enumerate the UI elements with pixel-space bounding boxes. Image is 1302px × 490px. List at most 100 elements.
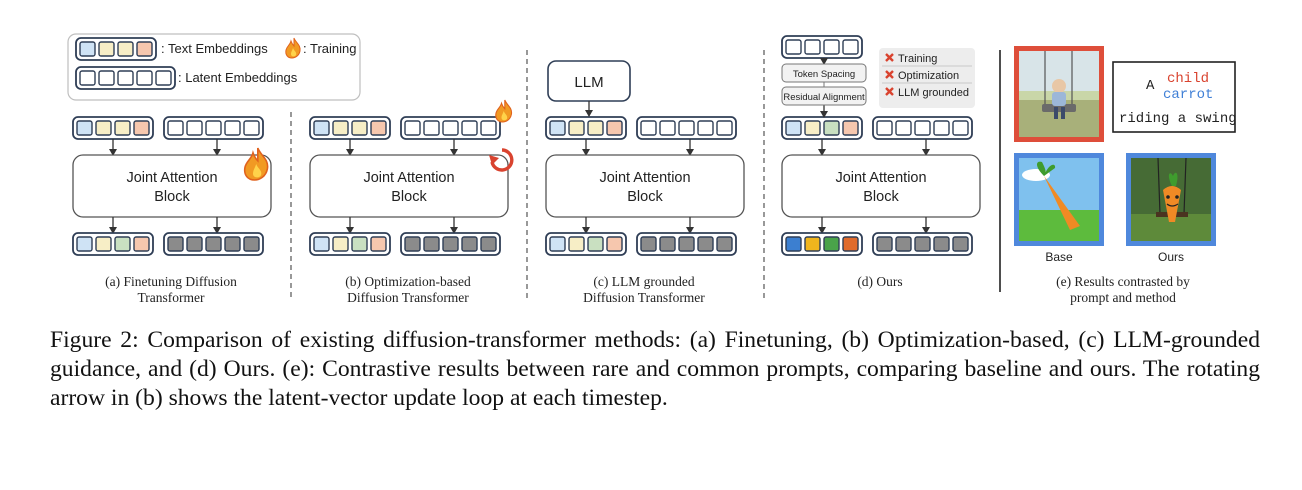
rotating-arrow-icon <box>489 148 514 172</box>
embedding-cell <box>136 41 153 57</box>
subcaption-a-line2: Transformer <box>138 290 205 305</box>
embedding-cell <box>640 236 657 252</box>
input-text-embeddings <box>72 116 154 140</box>
joint-attention-block <box>72 154 272 218</box>
embedding-cell <box>914 236 931 252</box>
embedding-cell <box>785 39 802 55</box>
embedding-cell <box>895 236 912 252</box>
embedding-cell <box>606 236 623 252</box>
embedding-cell <box>186 120 203 136</box>
embedding-cell <box>914 120 931 136</box>
cross-icon <box>885 87 894 96</box>
embedding-cell <box>804 120 821 136</box>
embedding-cell <box>332 236 349 252</box>
output-latent-embeddings <box>872 232 973 256</box>
embedding-cell <box>785 236 802 252</box>
embedding-cell <box>351 236 368 252</box>
cross-icon <box>885 70 894 79</box>
embedding-cell <box>716 236 733 252</box>
embedding-cell <box>823 236 840 252</box>
checklist-box <box>879 48 975 108</box>
checklist-label: LLM grounded <box>898 87 969 99</box>
embedding-cell <box>842 236 859 252</box>
embedding-cell <box>136 70 153 86</box>
embedding-cell <box>678 120 695 136</box>
embedding-cell <box>243 236 260 252</box>
output-text-embeddings <box>781 232 863 256</box>
embedding-cell <box>95 236 112 252</box>
legend-latent-embeddings-label: : Latent Embeddings <box>178 70 298 85</box>
embedding-cell <box>659 120 676 136</box>
joint-attention-block <box>309 154 509 218</box>
input-latent-embeddings <box>636 116 737 140</box>
embedding-cell <box>933 236 950 252</box>
output-latent-embeddings <box>636 232 737 256</box>
embedding-cell <box>133 236 150 252</box>
embedding-cell <box>640 120 657 136</box>
embedding-cell <box>895 120 912 136</box>
joint-attention-block <box>781 154 981 218</box>
embedding-cell <box>823 39 840 55</box>
embedding-cell <box>876 120 893 136</box>
embedding-cell <box>155 70 172 86</box>
base-label: Base <box>1045 250 1073 264</box>
checklist-item: Training <box>882 53 972 67</box>
embedding-cell <box>697 120 714 136</box>
block-label-line2: Block <box>391 189 427 205</box>
embedding-cell <box>442 120 459 136</box>
llm-label: LLM <box>574 74 603 91</box>
embedding-cell <box>678 236 695 252</box>
embedding-cell <box>404 236 421 252</box>
input-latent-embeddings <box>872 116 973 140</box>
embedding-cell <box>804 39 821 55</box>
embedding-cell <box>205 120 222 136</box>
checklist-item: Optimization <box>882 70 972 84</box>
input-text-embeddings <box>545 116 627 140</box>
subcaption-b-line2: Diffusion Transformer <box>347 290 469 305</box>
child-photo <box>1014 46 1104 142</box>
legend-text-embeddings-label: : Text Embeddings <box>161 41 268 56</box>
block-label-line2: Block <box>627 189 663 205</box>
legend-text-strip <box>75 37 157 61</box>
embedding-cell <box>587 236 604 252</box>
subcaption-d: (d) Ours <box>857 274 902 289</box>
embedding-cell <box>716 120 733 136</box>
subcaption-a-line1: (a) Finetuning Diffusion <box>105 274 237 289</box>
embedding-cell <box>98 70 115 86</box>
block-label-line2: Block <box>863 189 899 205</box>
embedding-cell <box>114 236 131 252</box>
panel-d-extra <box>781 35 863 118</box>
subcaption-c-line2: Diffusion Transformer <box>583 290 705 305</box>
embedding-cell <box>480 236 497 252</box>
embedding-cell <box>95 120 112 136</box>
embedding-cell <box>167 120 184 136</box>
output-latent-embeddings <box>400 232 501 256</box>
legend-training-label: : Training <box>303 41 356 56</box>
embedding-cell <box>114 120 131 136</box>
legend-fire-icon <box>285 37 301 59</box>
embedding-cell <box>933 120 950 136</box>
embedding-cell <box>404 120 421 136</box>
embedding-cell <box>117 41 134 57</box>
checklist-item: LLM grounded <box>885 87 969 99</box>
block-label-line1: Joint Attention <box>126 170 217 186</box>
embedding-cell <box>117 70 134 86</box>
embedding-cell <box>186 236 203 252</box>
block-label-line1: Joint Attention <box>599 170 690 186</box>
joint-attention-block <box>545 154 745 218</box>
embedding-cell <box>79 70 96 86</box>
embedding-cell <box>332 120 349 136</box>
embedding-cell <box>167 236 184 252</box>
prompt-word-child: child <box>1167 71 1209 87</box>
embedding-cell <box>842 39 859 55</box>
output-text-embeddings <box>72 232 154 256</box>
input-text-embeddings <box>781 116 863 140</box>
training-fire-icon <box>243 147 269 181</box>
input-text-embeddings <box>309 116 391 140</box>
legend-text-embeddings-swatch <box>75 37 157 61</box>
prompt-box <box>1112 61 1236 133</box>
embedding-cell <box>76 120 93 136</box>
